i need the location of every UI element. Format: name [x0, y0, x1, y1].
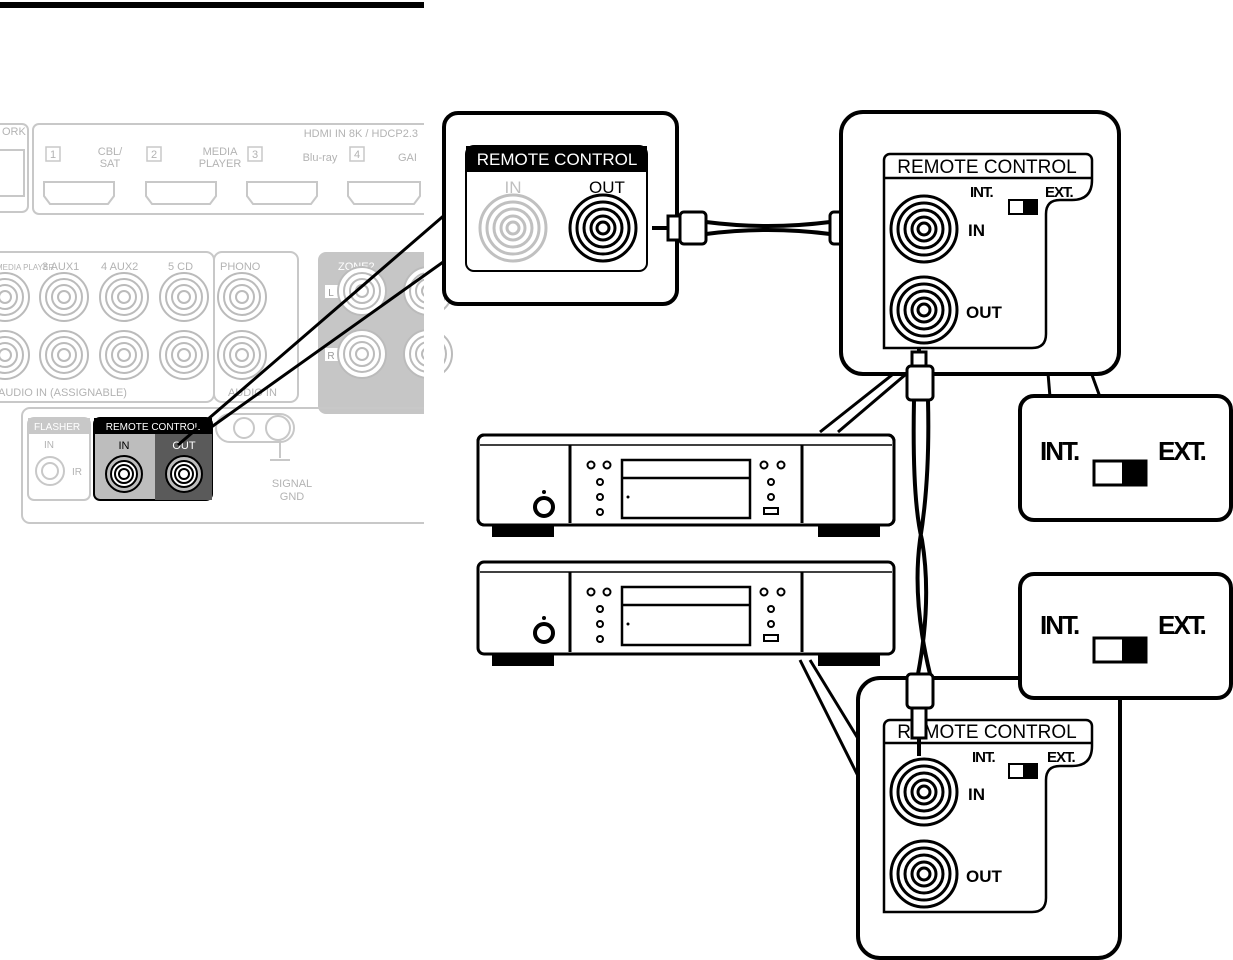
phono-label: PHONO — [220, 261, 261, 273]
bottom-panel-int: INT. — [972, 749, 996, 766]
hdmi-num-2: 2 — [151, 149, 157, 161]
zone-right-marker: R — [327, 351, 334, 362]
hdmi-label-3: Blu-ray — [303, 152, 338, 164]
network-label: ORK — [2, 126, 27, 138]
top-panel-in-label: IN — [968, 221, 985, 240]
hdmi-num-4: 4 — [354, 149, 360, 161]
hdmi-label-4: GAI — [398, 152, 417, 164]
hdmi-header: HDMI IN 8K / HDCP2.3 — [304, 128, 418, 140]
callout-bottom-int: INT. — [1040, 610, 1079, 640]
receiver-remote-control-label: REMOTE CONTROL — [106, 422, 201, 433]
zoom-remote-control-title: REMOTE CONTROL — [477, 150, 638, 169]
bottom-panel-out-label: OUT — [966, 867, 1003, 886]
hdmi-label-2a: MEDIA — [203, 146, 239, 158]
flasher-in-label: IN — [44, 440, 54, 451]
section-rule — [0, 2, 424, 8]
hdmi-num-3: 3 — [252, 149, 258, 161]
receiver-remote-in-label: IN — [119, 440, 130, 452]
device-stack — [476, 433, 896, 666]
zoom-out-label: OUT — [589, 178, 625, 197]
zoom-in-label: IN — [505, 178, 522, 197]
audio-in-assignable-label: AUDIO IN (ASSIGNABLE) — [0, 387, 127, 399]
bottom-panel-title: REMOTE CONTROL — [897, 722, 1076, 743]
flasher-label: FLASHER — [34, 422, 80, 433]
hdmi-label-1a: CBL/ — [98, 146, 123, 158]
audio-in-media-player: MEDIA PLAYER — [0, 263, 54, 272]
top-panel-ext: EXT. — [1045, 184, 1074, 201]
receiver-remote-out-label: OUT — [172, 440, 196, 452]
device-1 — [476, 433, 896, 537]
signal-gnd-line1: SIGNAL — [272, 478, 312, 490]
signal-gnd-line2: GND — [280, 491, 305, 503]
callout-top-int: INT. — [1040, 436, 1079, 466]
top-panel-title: REMOTE CONTROL — [897, 157, 1076, 178]
receiver-rear-panel: ORK HDMI IN 8K / HDCP2.3 1 CBL/ SAT 2 ME… — [0, 123, 453, 524]
hdmi-num-1: 1 — [50, 149, 56, 161]
hdmi-label-2b: PLAYER — [199, 158, 242, 170]
switch-callout-bottom: INT. EXT. — [1018, 572, 1233, 700]
callout-top-ext: EXT. — [1158, 436, 1206, 466]
audio-in-aux1: 3 AUX1 — [42, 261, 79, 273]
device-2 — [476, 560, 896, 666]
zone-left-marker: L — [328, 288, 334, 299]
callout-bottom-ext: EXT. — [1158, 610, 1206, 640]
flasher-ir-label: IR — [72, 467, 82, 478]
switch-callout-top: INT. EXT. — [1018, 394, 1233, 522]
top-panel-int: INT. — [970, 184, 994, 201]
top-device-remote-panel: REMOTE CONTROL INT. EXT. IN OUT — [839, 110, 1121, 376]
remote-cable-vertical — [905, 348, 935, 756]
bottom-panel-ext: EXT. — [1047, 749, 1076, 766]
top-panel-out-label: OUT — [966, 303, 1003, 322]
audio-in-aux2: 4 AUX2 — [101, 261, 138, 273]
audio-in-cd: 5 CD — [168, 261, 193, 273]
bottom-panel-in-label: IN — [968, 785, 985, 804]
bottom-device-remote-panel: REMOTE CONTROL INT. EXT. IN OUT — [856, 676, 1122, 960]
receiver-zoom-callout: REMOTE CONTROL IN OUT — [442, 111, 679, 306]
hdmi-label-1b: SAT — [100, 158, 121, 170]
